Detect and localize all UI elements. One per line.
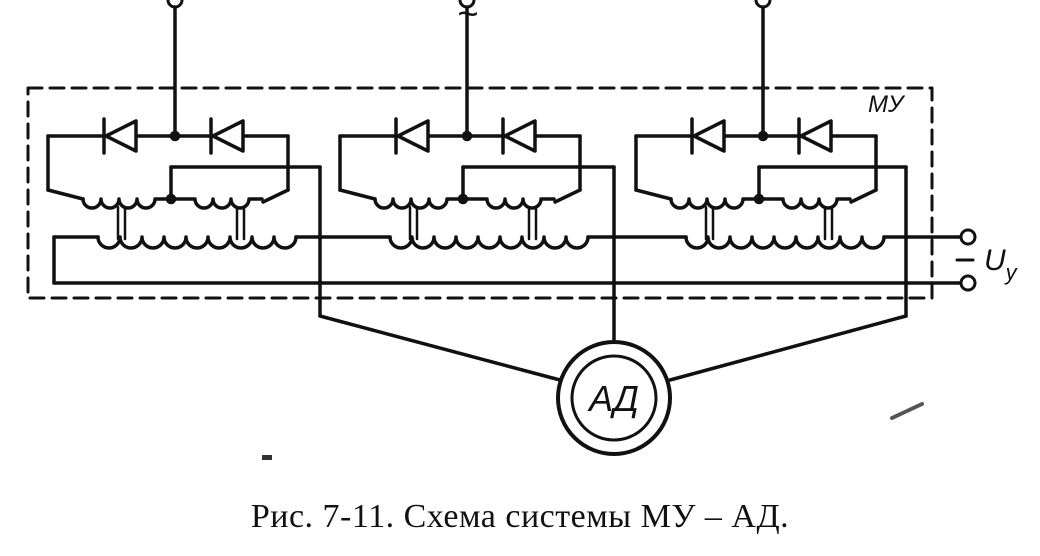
amplifier-unit-2 xyxy=(338,0,590,250)
control-voltage-label: Uу xyxy=(984,244,1019,285)
terminal-bottom xyxy=(959,274,977,292)
motor-symbol: АД xyxy=(556,340,672,456)
print-dot xyxy=(262,455,272,460)
mu-boundary-box xyxy=(26,86,934,300)
amplifier-unit-3 xyxy=(634,0,886,250)
terminal-top xyxy=(959,228,977,246)
print-speck xyxy=(890,402,924,420)
motor-label: АД xyxy=(587,378,639,419)
control-winding-wires xyxy=(52,235,964,285)
amplifier-unit-1 xyxy=(46,0,298,250)
circuit-diagram: АД МУ ~ Uу xyxy=(26,0,1019,460)
control-terminals xyxy=(955,228,977,292)
box-label-mu: МУ xyxy=(868,91,906,118)
ac-symbol: ~ xyxy=(457,0,478,34)
output-wires xyxy=(286,165,908,382)
figure-caption: Рис. 7-11. Схема системы МУ – АД. xyxy=(250,498,790,535)
